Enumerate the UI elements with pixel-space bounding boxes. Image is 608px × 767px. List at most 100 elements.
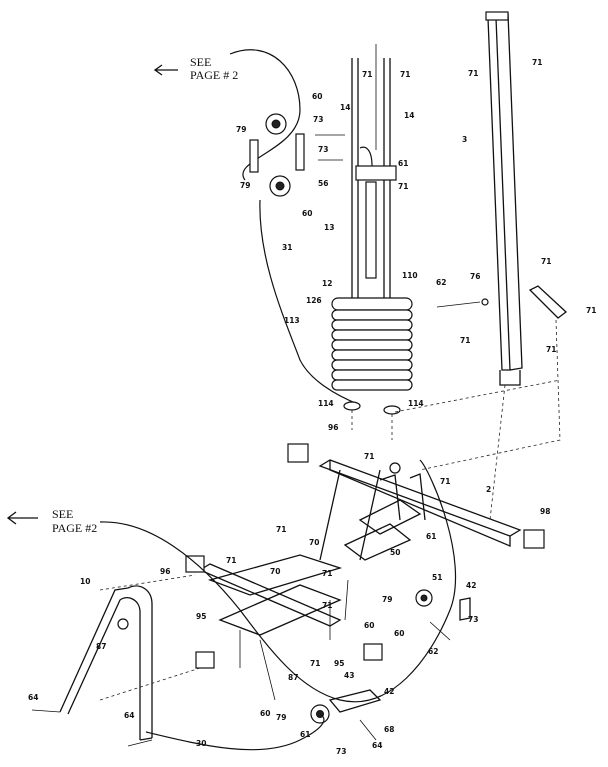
callout-10: 10 [80, 577, 90, 586]
callout-31: 31 [282, 243, 292, 252]
callouts: 60 79 73 73 79 60 14 14 71 71 61 56 71 1… [28, 58, 596, 756]
pulley-bracket-left [249, 139, 259, 173]
callout-71: 71 [364, 452, 374, 461]
reference-left-line2: PAGE #2 [52, 521, 97, 535]
upright-tower [487, 17, 511, 371]
end-cap-95b [363, 643, 383, 661]
callout-60: 60 [394, 629, 404, 638]
callout-64: 64 [28, 693, 38, 702]
callout-43: 43 [344, 671, 354, 680]
cable-30-a [99, 459, 456, 703]
weight-stack [331, 297, 413, 391]
bumper-left [343, 401, 361, 411]
callout-98: 98 [540, 507, 550, 516]
reference-top-line1: SEE [190, 55, 211, 69]
callout-71: 71 [532, 58, 542, 67]
callout-71: 71 [541, 257, 551, 266]
callout-51: 51 [432, 573, 442, 582]
base-crossbar [318, 459, 522, 537]
end-cap-96b [185, 555, 205, 573]
callout-126: 126 [306, 296, 322, 305]
callout-71: 71 [276, 525, 286, 534]
cable-31 [259, 199, 361, 406]
callout-62: 62 [436, 278, 446, 287]
callout-42: 42 [384, 687, 394, 696]
callout-96: 96 [328, 423, 338, 432]
callout-79: 79 [382, 595, 392, 604]
bolts-73 [315, 134, 345, 161]
callout-71: 71 [440, 477, 450, 486]
callout-79: 79 [236, 125, 246, 134]
selector-rod [365, 181, 377, 279]
callout-13: 13 [324, 223, 334, 232]
bolt-62 [436, 301, 481, 308]
pulley-bracket-right [295, 133, 305, 171]
callout-30: 30 [196, 739, 206, 748]
bolt-64a [31, 709, 61, 713]
seat-mount [358, 499, 422, 535]
callout-12: 12 [322, 279, 332, 288]
callout-62: 62 [428, 647, 438, 656]
callout-3: 3 [462, 135, 467, 144]
callout-61: 61 [398, 159, 408, 168]
cam-bracket [528, 285, 568, 319]
callout-114: 114 [408, 399, 424, 408]
bolt-64b [127, 739, 153, 747]
callout-56: 56 [318, 179, 328, 188]
callout-2: 2 [486, 485, 491, 494]
end-cap-98 [523, 529, 545, 549]
callout-71: 71 [400, 70, 410, 79]
callout-113: 113 [284, 316, 300, 325]
reference-left-line1: SEE [52, 507, 73, 521]
arrow-left-icon [6, 511, 38, 525]
callout-71: 71 [362, 70, 372, 79]
top-plate [355, 165, 397, 181]
callout-79: 79 [240, 181, 250, 190]
callout-68: 68 [384, 725, 394, 734]
end-cap-95a [195, 651, 215, 669]
reference-top-line2: PAGE # 2 [190, 68, 238, 82]
callout-14: 14 [340, 103, 350, 112]
callout-87: 87 [288, 673, 298, 682]
cable-loop-top [229, 49, 301, 181]
callout-14: 14 [404, 111, 414, 120]
bumper-right [383, 405, 401, 415]
callout-61: 61 [426, 532, 436, 541]
arrow-left-icon [153, 64, 178, 76]
callout-71: 71 [322, 569, 332, 578]
callout-71: 71 [460, 336, 470, 345]
callout-110: 110 [402, 271, 418, 280]
callout-95: 95 [334, 659, 344, 668]
leg-frame [59, 585, 153, 738]
callout-79: 79 [276, 713, 286, 722]
callout-71: 71 [546, 345, 556, 354]
callout-73: 73 [318, 145, 328, 154]
callout-87: 87 [96, 642, 106, 651]
lower-crossbar-b [218, 584, 342, 636]
callout-71: 71 [310, 659, 320, 668]
callout-76: 76 [470, 272, 480, 281]
callout-71: 71 [226, 556, 236, 565]
callout-114: 114 [318, 399, 334, 408]
callout-73: 73 [336, 747, 346, 756]
lower-crossbar-a [198, 563, 342, 627]
callout-70: 70 [309, 538, 319, 547]
callout-73: 73 [313, 115, 323, 124]
callout-50: 50 [390, 548, 400, 557]
callout-60: 60 [302, 209, 312, 218]
callout-73: 73 [468, 615, 478, 624]
callout-60: 60 [260, 709, 270, 718]
callout-60: 60 [312, 92, 322, 101]
callout-71: 71 [586, 306, 596, 315]
end-cap-96a [287, 443, 309, 463]
callout-64: 64 [124, 711, 134, 720]
callout-95: 95 [196, 612, 206, 621]
callout-71: 71 [398, 182, 408, 191]
callout-42: 42 [466, 581, 476, 590]
callout-96: 96 [160, 567, 170, 576]
callout-60: 60 [364, 621, 374, 630]
callout-64: 64 [372, 741, 382, 750]
cable-30-b [145, 713, 325, 751]
reference-left: SEE PAGE #2 [6, 507, 97, 535]
